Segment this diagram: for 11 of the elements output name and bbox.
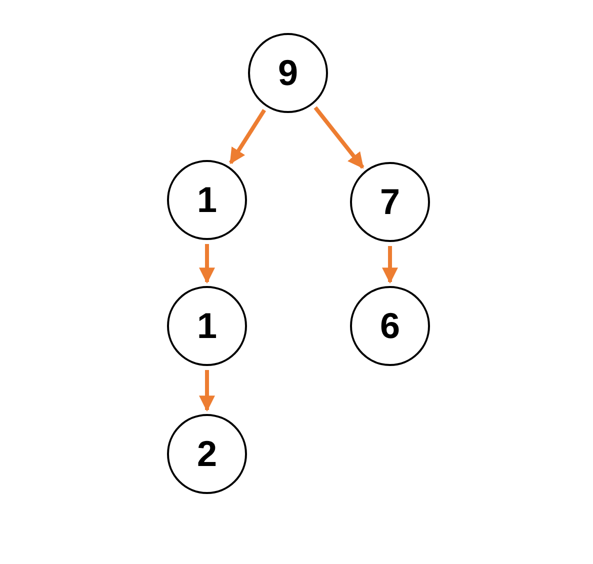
arrow <box>382 246 398 284</box>
arrow <box>199 244 215 284</box>
arrow <box>199 370 215 412</box>
node-value: 1 <box>196 308 218 344</box>
node-value: 1 <box>196 182 218 218</box>
node-value: 9 <box>278 55 298 91</box>
node-value: 7 <box>380 184 400 220</box>
node-value: 6 <box>380 308 400 344</box>
arrow <box>228 109 266 164</box>
arrow <box>314 106 364 169</box>
node-value: 2 <box>196 436 218 472</box>
